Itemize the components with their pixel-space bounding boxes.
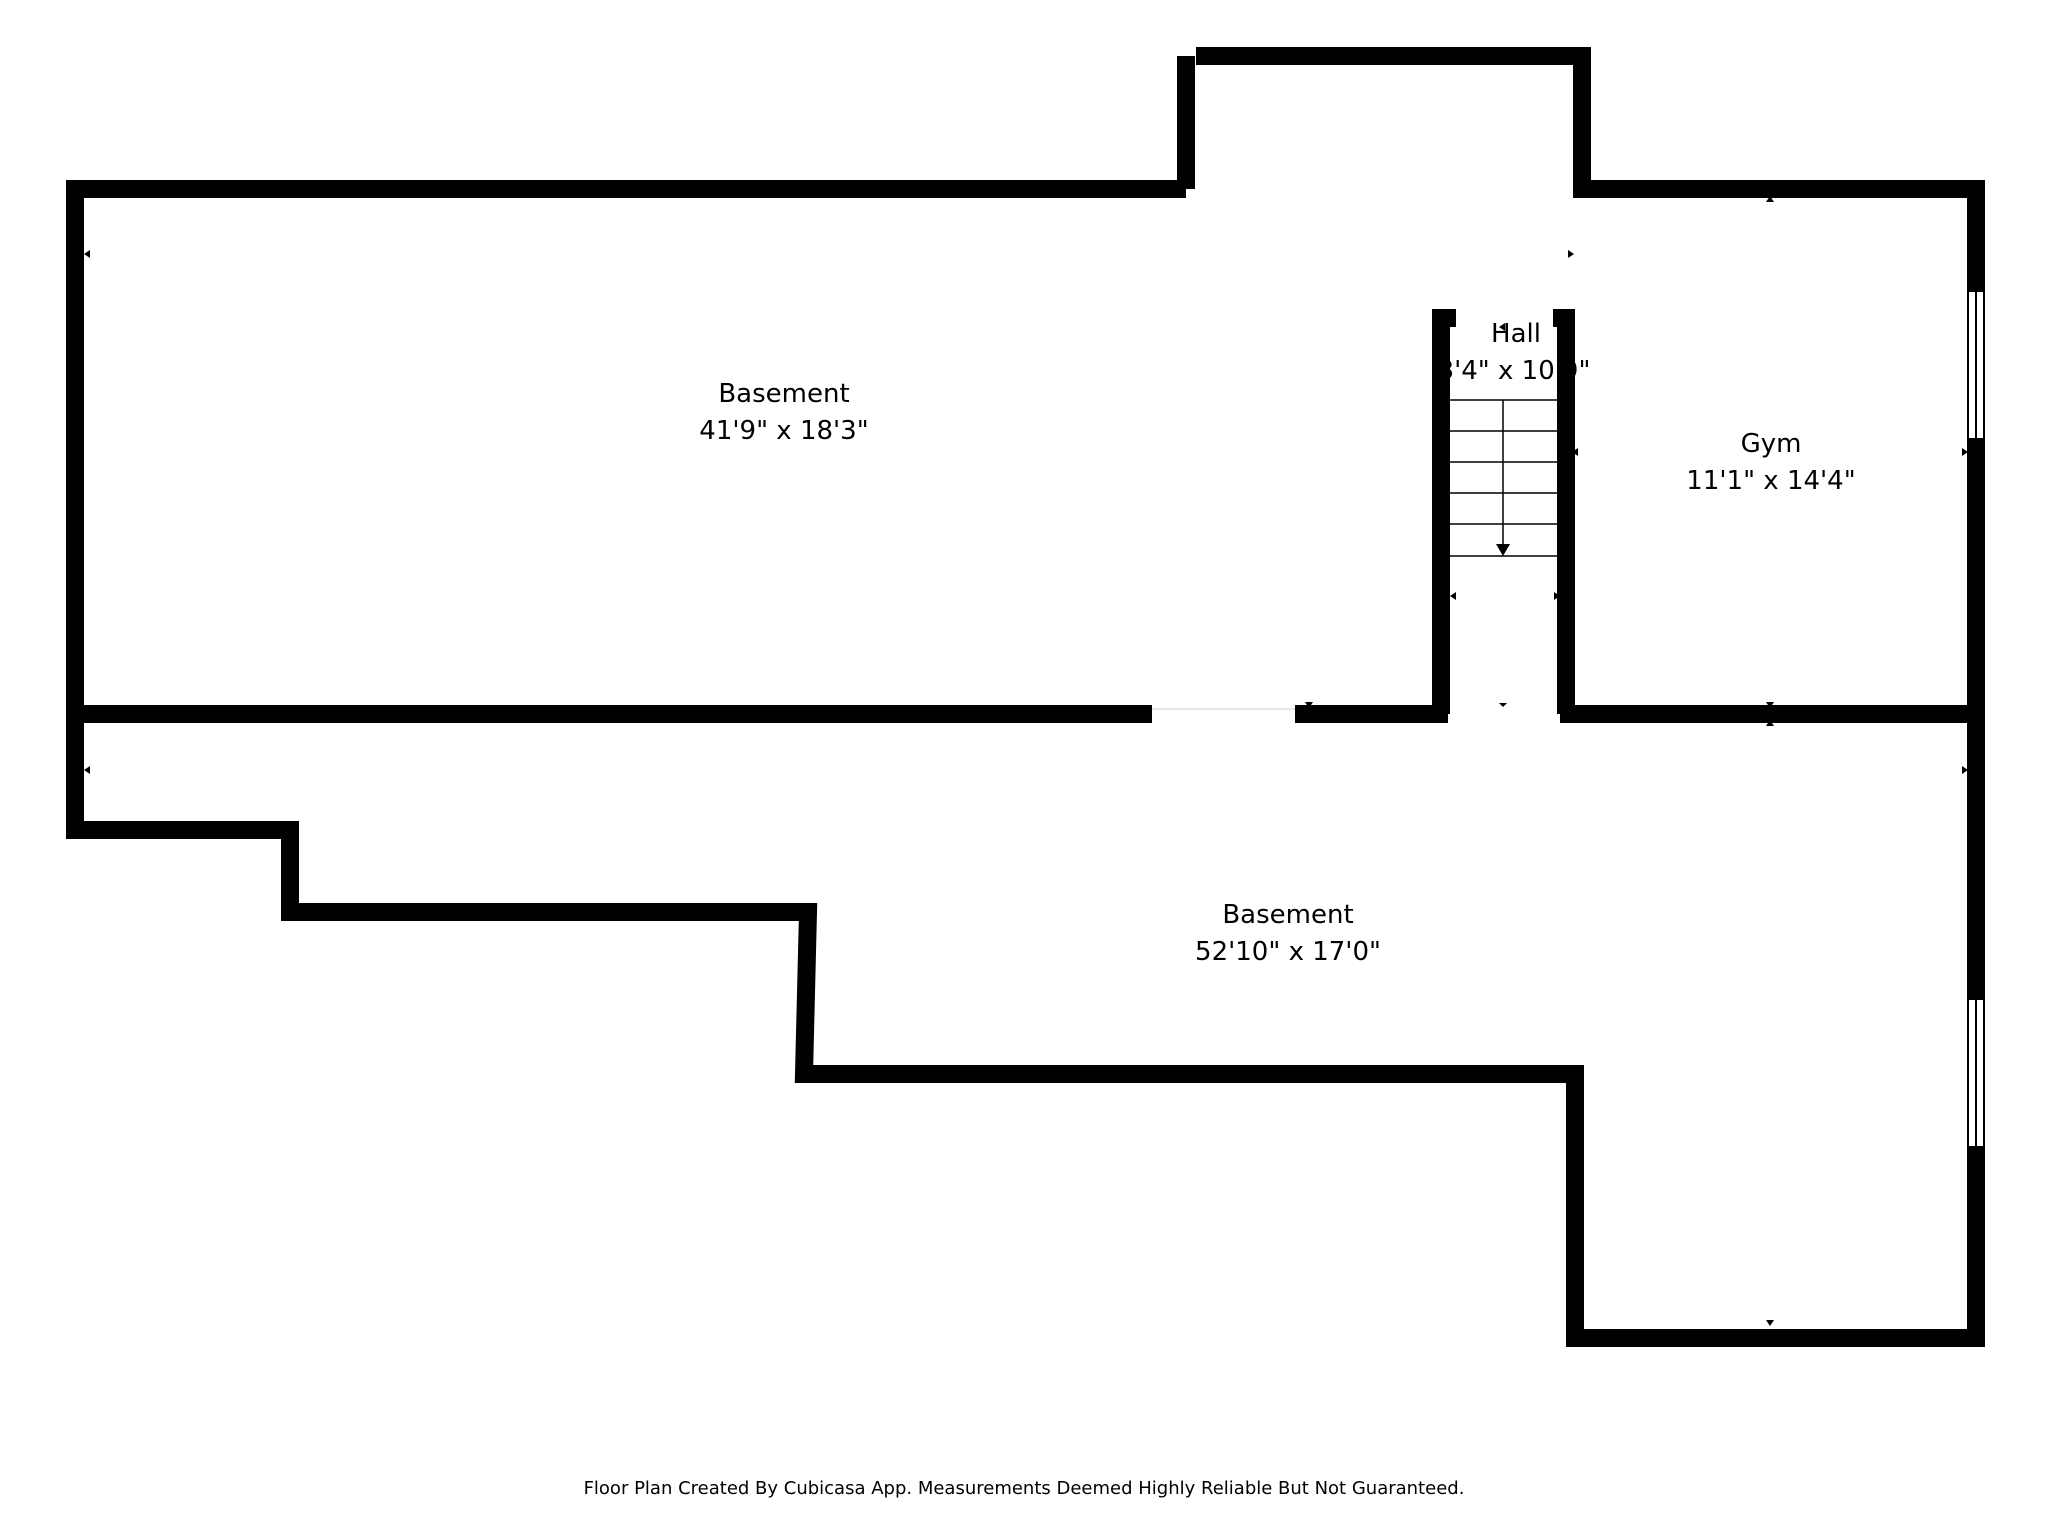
window-gym: [1967, 290, 1985, 440]
window-basement-lower: [1967, 998, 1985, 1148]
room-name-hall: Hall: [1491, 319, 1541, 349]
measurement-markers: [84, 56, 1968, 1326]
stair-down-arrow-icon: [1496, 544, 1510, 556]
room-size-basement-upper: 41'9" x 18'3": [699, 416, 868, 446]
room-name-gym: Gym: [1741, 429, 1802, 459]
room-size-hall: 3'4" x 10'9": [1438, 356, 1591, 386]
footer-disclaimer: Floor Plan Created By Cubicasa App. Meas…: [583, 1478, 1465, 1499]
room-name-basement-lower: Basement: [1222, 900, 1353, 930]
staircase: [1450, 399, 1558, 557]
wall-upper-left: [66, 56, 1985, 1347]
room-size-gym: 11'1" x 14'4": [1686, 466, 1855, 496]
room-name-basement-upper: Basement: [718, 379, 849, 409]
room-size-basement-lower: 52'10" x 17'0": [1195, 937, 1381, 967]
